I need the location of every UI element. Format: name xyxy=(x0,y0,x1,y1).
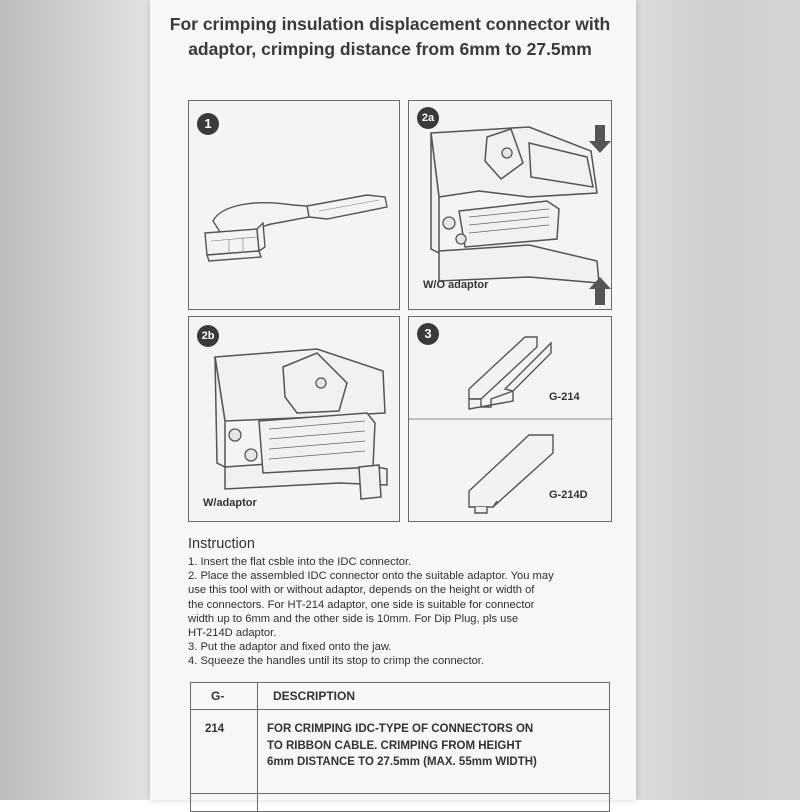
figure-panel-1: 1 xyxy=(188,100,400,310)
instruction-list: 1. Insert the flat csble into the IDC co… xyxy=(188,555,608,669)
description-line: FOR CRIMPING IDC-TYPE OF CONNECTORS ON xyxy=(267,723,534,735)
background-right-edge xyxy=(636,0,800,800)
adaptor-g214-shape xyxy=(468,336,552,410)
instruction-heading: Instruction xyxy=(188,536,255,552)
instruction-line: the connectors. For HT-214 adaptor, one … xyxy=(188,598,535,611)
figure-panel-2b: 2b W/adaptor xyxy=(188,316,400,522)
instruction-line: 2. Place the assembled IDC connector ont… xyxy=(188,570,554,583)
instruction-line: width up to 6mm and the other side is 10… xyxy=(188,612,519,625)
instruction-line: 4. Squeeze the handles until its stop to… xyxy=(188,655,485,668)
step-badge-2a: 2a xyxy=(417,107,439,129)
title-line-2: adaptor, crimping distance from 6mm to 2… xyxy=(188,39,592,59)
table-header-divider xyxy=(191,709,609,710)
description-line: TO RIBBON CABLE. CRIMPING FROM HEIGHT xyxy=(267,739,522,752)
figure-panel-3: 3 G-214 G-214D xyxy=(408,316,613,522)
table-cell-code: 214 xyxy=(205,723,225,735)
crimp-tool-without-adaptor xyxy=(430,125,611,305)
instruction-line: HT-214D adaptor. xyxy=(188,627,277,640)
background-left-edge xyxy=(0,0,150,800)
caption-with-adaptor: W/adaptor xyxy=(203,497,257,509)
instruction-line: use this tool with or without adaptor, d… xyxy=(188,584,535,597)
ribbon-cable-illustration xyxy=(204,194,388,262)
page-title: For crimping insulation displacement con… xyxy=(160,12,620,62)
crimp-tool-with-adaptor xyxy=(214,348,388,500)
table-header-description: DESCRIPTION xyxy=(273,689,356,703)
caption-g214d: G-214D xyxy=(549,489,588,501)
table-cell-description: FOR CRIMPING IDC-TYPE OF CONNECTORS ON T… xyxy=(267,721,537,771)
caption-g214: G-214 xyxy=(549,391,580,403)
table-row-divider xyxy=(191,793,609,794)
spec-table: G- DESCRIPTION 214 FOR CRIMPING IDC-TYPE… xyxy=(190,682,610,812)
table-header-code: G- xyxy=(211,689,225,703)
step-badge-3: 3 xyxy=(417,323,439,345)
figure-panel-2a: 2a W/O adaptor xyxy=(408,100,612,310)
title-line-1: For crimping insulation displacement con… xyxy=(169,14,611,34)
instruction-line: 1. Insert the flat csble into the IDC co… xyxy=(188,556,412,568)
caption-without-adaptor: W/O adaptor xyxy=(423,279,489,291)
description-line: 6mm DISTANCE TO 27.5mm (MAX. 55mm WIDTH) xyxy=(267,756,537,768)
step-badge-1: 1 xyxy=(197,113,219,135)
adaptor-illustrations xyxy=(409,336,613,514)
adaptor-g214d-shape xyxy=(468,434,554,514)
table-column-divider xyxy=(257,683,258,811)
step-badge-2b: 2b xyxy=(197,325,219,347)
instruction-line: 3. Put the adaptor and fixed onto the ja… xyxy=(188,641,392,654)
